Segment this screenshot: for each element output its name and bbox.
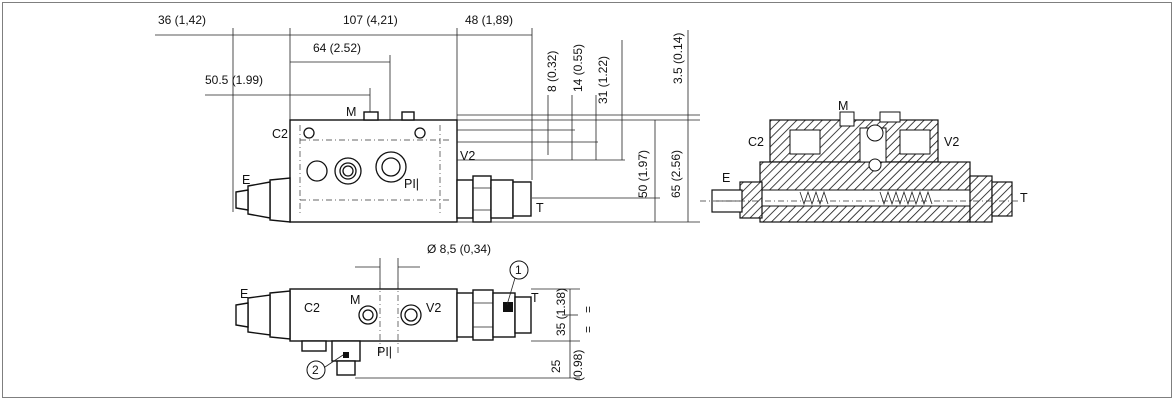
dim-label-65: 65 (2.56) [669, 150, 683, 198]
top-label-m: M [350, 293, 360, 307]
valve-body-front [289, 119, 458, 223]
port-label-p: PI| [404, 177, 419, 191]
port-m-fitting [363, 111, 379, 121]
top-label-c2: C2 [304, 301, 320, 315]
section-label-v2: V2 [944, 135, 959, 149]
callout-1-label: 1 [515, 263, 522, 277]
dim-label-36: 36 (1,42) [158, 13, 206, 27]
port-label-e: E [242, 173, 250, 187]
callout-2-label: 2 [312, 363, 319, 377]
dim-label-0-98: (0.98) [571, 350, 585, 381]
section-view: M C2 V2 E T [700, 99, 1028, 223]
valve-body-top [289, 288, 458, 342]
port-label-m: M [346, 105, 356, 119]
section-label-m: M [838, 99, 848, 113]
dim-label-14: 14 (0.55) [571, 44, 585, 92]
callout-2 [306, 360, 326, 380]
dim-label-25: 25 [549, 359, 563, 373]
dim-eq-1: = [581, 306, 595, 313]
hole-m-top [358, 305, 378, 325]
hole-1 [306, 160, 328, 182]
hole-2 [334, 157, 362, 185]
top-label-p: PI| [377, 345, 392, 359]
dim-eq-2: = [581, 326, 595, 333]
port-label-v2: V2 [460, 149, 475, 163]
section-label-t: T [1020, 191, 1028, 205]
hole-v2-top [400, 304, 422, 326]
dim-label-48: 48 (1,89) [465, 13, 513, 27]
dim-label-50: 50 (1.97) [636, 150, 650, 198]
dim-label-8: 8 (0.32) [545, 51, 559, 92]
dim-label-bore: Ø 8,5 (0,34) [427, 242, 491, 256]
dim-label-35: 35 (1.38) [554, 288, 568, 336]
hole-p [375, 151, 407, 183]
top-label-v2: V2 [426, 301, 441, 315]
port-label-t: T [536, 201, 544, 215]
callout-1 [509, 260, 529, 280]
top-label-e: E [240, 287, 248, 301]
section-label-e: E [722, 171, 730, 185]
front-view: 36 (1,42) 107 (4,21) 48 (1,89) 64 (2.52)… [155, 13, 700, 223]
section-label-c2: C2 [748, 135, 764, 149]
dim-label-64: 64 (2.52) [313, 41, 361, 55]
dim-label-50-5: 50.5 (1.99) [205, 73, 263, 87]
dim-label-31: 31 (1.22) [596, 56, 610, 104]
port-label-c2: C2 [272, 127, 288, 141]
top-label-t: T [531, 291, 539, 305]
dim-label-3-5: 3.5 (0.14) [671, 33, 685, 84]
dim-label-107: 107 (4,21) [343, 13, 398, 27]
top-view: Ø 8,5 (0,34) 35 (1.38) = = 2 [235, 242, 595, 381]
